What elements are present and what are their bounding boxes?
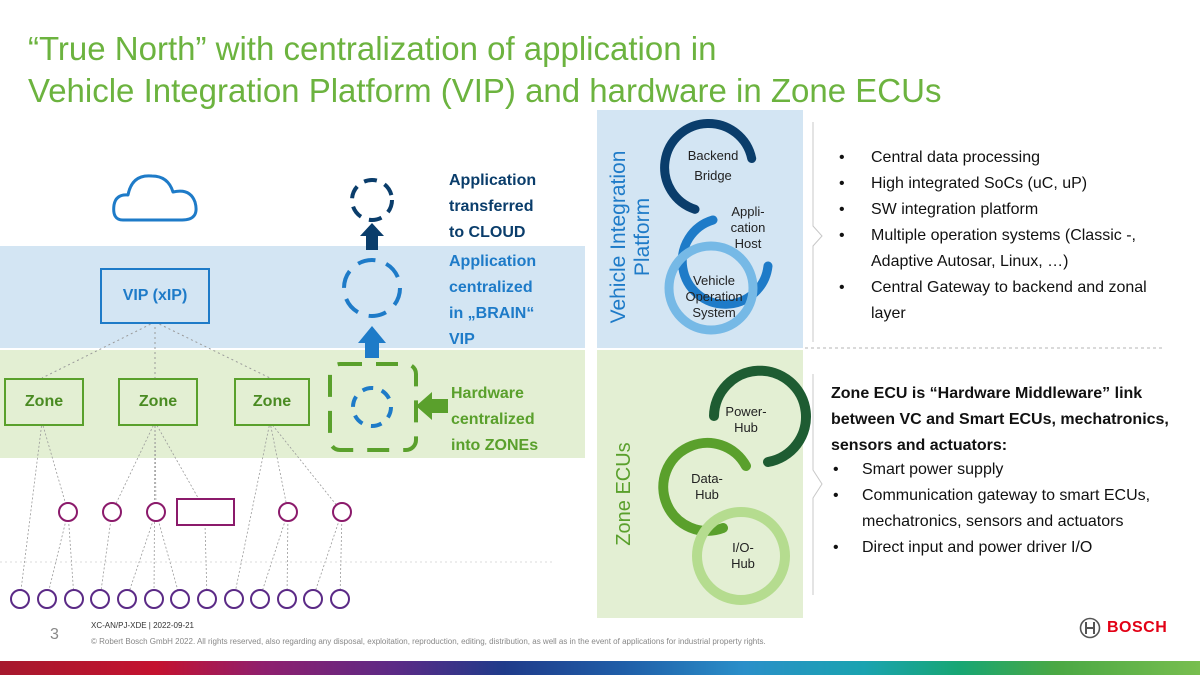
bullet-item: Direct input and power driver I/O [831,535,1161,561]
brand-color-bar [0,661,1200,675]
backend-bridge-label: Backend Bridge [673,146,753,186]
copyright-notice: © Robert Bosch GmbH 2022. All rights res… [91,637,766,646]
up-arrow-icon [360,223,384,250]
title-line-2: Vehicle Integration Platform (VIP) and h… [28,72,942,109]
vip-bullet-list: Central data processing High integrated … [831,145,1161,327]
up-arrow-icon [358,326,386,358]
callout-line: VIP [449,331,475,348]
left-arrow-icon [416,392,448,420]
callout-line: centralized [449,279,533,296]
bosch-logo: BOSCH [1079,617,1167,639]
zone-ecu-heading: Zone ECU is “Hardware Middleware” link b… [831,385,1169,454]
bullet-item: Multiple operation systems (Classic -, A… [831,223,1161,275]
ring-label-line: Power- [725,404,767,419]
application-host-label: Appli- cation Host [708,204,788,252]
bosch-wordmark: BOSCH [1107,619,1168,636]
callout-line: transferred [449,198,534,215]
slide-title: “True North” with centralization of appl… [28,28,1178,112]
callout-line: into ZONEs [451,437,539,454]
data-hub-ring [658,437,751,536]
vip-box-label: VIP (xIP) [122,287,188,304]
callout-line: in „BRAIN“ [449,305,535,322]
ring-label-line: Data- [691,471,723,486]
zone-box-label: Zone [138,393,178,410]
vip-dashed-ring [342,258,402,318]
zone-box-label: Zone [252,393,292,410]
bullet-item: Communication gateway to smart ECUs, mec… [831,483,1161,535]
cloud-callout: Application transferred to CLOUD [449,168,536,246]
bullet-item: SW integration platform [831,197,1161,223]
smart-devices [58,498,352,526]
ring-label-line: Bridge [694,168,732,183]
callout-line: Application [449,172,537,189]
ring-label-line: Hub [695,487,719,502]
ring-label-line: Appli- [731,204,765,219]
zone-box: Zone [118,378,198,426]
power-hub-label: Power- Hub [706,404,786,436]
cloud-dashed-ring [350,178,394,222]
ring-label-line: System [692,305,736,320]
page-number: 3 [50,626,59,643]
ring-label-line: Vehicle [693,273,735,288]
vehicle-os-ring [664,241,758,335]
data-hub-label: Data- Hub [667,471,747,503]
ring-label-line: Hub [734,420,758,435]
network-diagram [0,174,555,609]
bullet-item: Central data processing [831,145,1161,171]
callout-line: Hardware [451,385,524,402]
backend-bridge-ring [660,118,757,214]
ring-label-line: Hub [731,556,755,571]
zone-box: Zone [234,378,310,426]
document-reference: XC-AN/PJ-XDE | 2022-09-21 [91,621,195,630]
bullet-item: Central Gateway to backend and zonal lay… [831,275,1161,327]
zone-dashed-square [328,362,418,452]
title-line-1: “True North” with centralization of appl… [28,30,717,67]
hub-rings [658,118,811,605]
ring-label-line: Host [734,236,762,251]
vip-callout: Application centralized in „BRAIN“ VIP [449,249,536,353]
vip-zone-links [41,321,271,379]
zone-box-label: Zone [24,393,64,410]
power-hub-ring [709,365,811,467]
ring-label-line: cation [730,220,766,235]
zone-bullet-list: Smart power supply Communication gateway… [831,457,1161,561]
zone-inner-dashed-ring [351,386,393,428]
callout-line: to CLOUD [449,224,526,241]
callout-line: Application [449,253,537,270]
zone-callout: Hardware centralized into ZONEs [451,381,538,459]
vip-box: VIP (xIP) [100,268,210,324]
bullet-item: Smart power supply [831,457,1161,483]
cloud-icon [112,174,198,222]
bullet-item: High integrated SoCs (uC, uP) [831,171,1161,197]
vehicle-os-label: Vehicle Operation System [672,273,756,321]
io-hub-label: I/O- Hub [703,540,783,572]
ring-label-line: Backend [687,148,739,163]
ring-label-line: I/O- [732,540,754,555]
vip-layer-band [0,246,585,348]
bosch-armature-icon [1079,617,1101,639]
zone-box: Zone [4,378,84,426]
io-hub-ring [692,507,790,605]
zone-device-links [19,421,343,599]
callout-line: centralized [451,411,535,428]
sensors-actuators [10,589,350,609]
ring-label-line: Operation [685,289,743,304]
